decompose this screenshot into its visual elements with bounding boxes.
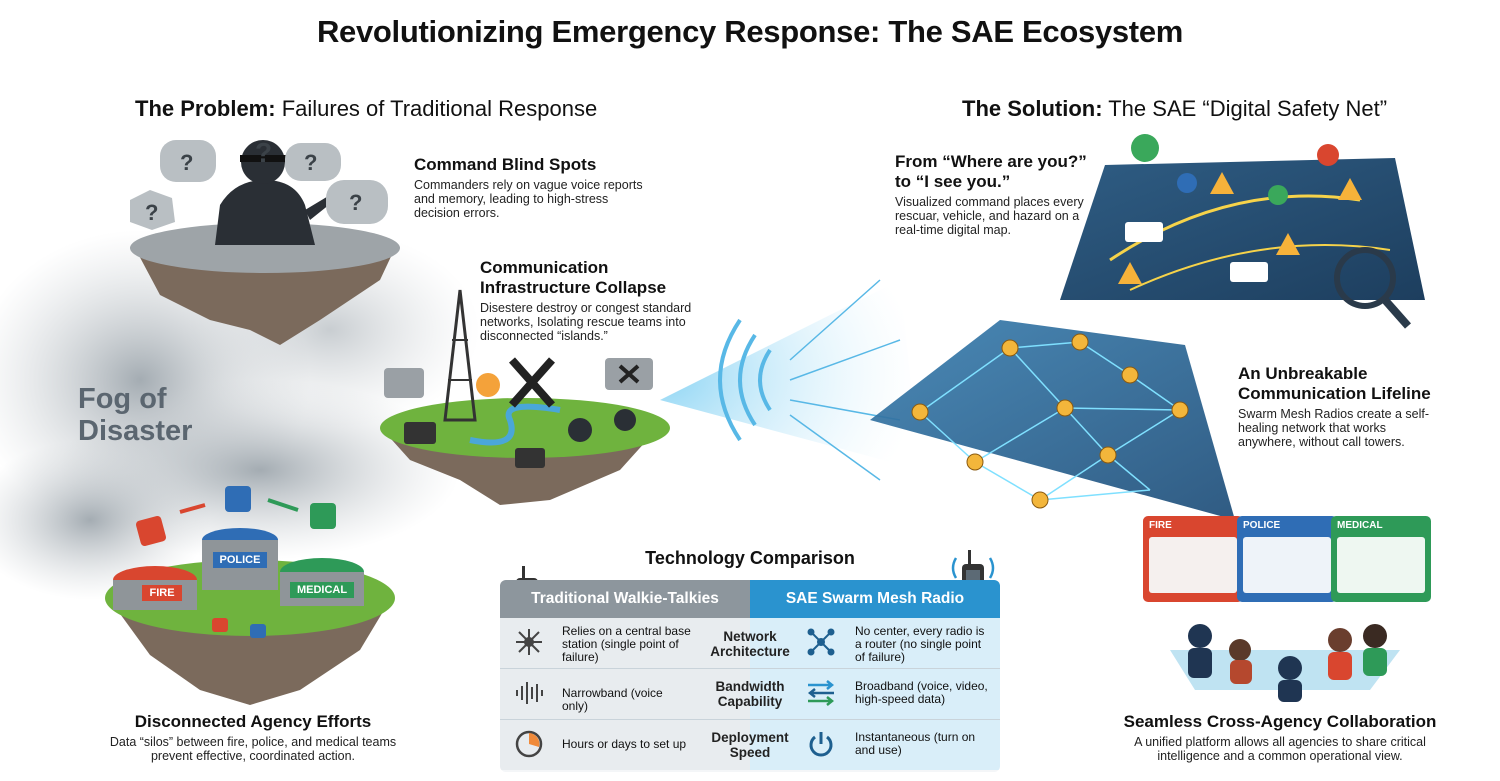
question-bubbles: ? ? ? ? ?	[130, 137, 388, 230]
table-row: Relies on a central base station (single…	[500, 618, 1000, 668]
lifeline-body: Swarm Mesh Radios create a self-healing …	[1238, 407, 1430, 449]
table-row: Hours or days to set up Deployment Speed…	[500, 720, 1000, 770]
disconnected-block: Disconnected Agency Efforts Data “silos”…	[108, 712, 398, 763]
medical-panel-label: MEDICAL	[1337, 520, 1383, 531]
collab-table	[1170, 624, 1400, 702]
medical-panel: MEDICAL	[1331, 516, 1431, 602]
fog-label: Fog of Disaster	[78, 383, 193, 447]
table-row: Narrowband (voice only) Bandwidth Capabi…	[500, 669, 1000, 719]
agency-label-medical: MEDICAL	[290, 582, 354, 598]
solution-heading-bold: The Solution:	[962, 96, 1103, 121]
where-are-you-body: Visualized command places every rescuar,…	[895, 195, 1084, 237]
table-cell-right	[750, 618, 1000, 668]
mesh-network	[870, 320, 1235, 520]
network-right-text: No center, every radio is a router (no s…	[855, 624, 985, 664]
police-panel: POLICE	[1237, 516, 1337, 602]
deployment-label: Deployment Speed	[711, 730, 789, 760]
table-cell-right	[750, 669, 1000, 719]
hub-spoke-icon	[516, 629, 542, 655]
network-label: Network Architecture	[710, 629, 790, 659]
comm-collapse-title: Communication Infrastructure Collapse	[480, 258, 667, 297]
page-title: Revolutionizing Emergency Response: The …	[316, 14, 1184, 49]
police-panel-label: POLICE	[1243, 520, 1281, 531]
svg-text:?: ?	[145, 200, 158, 225]
where-are-you-title: From “Where are you?” to “I see you.”	[895, 152, 1087, 191]
collab-block: Seamless Cross-Agency Collaboration A un…	[1115, 712, 1445, 763]
collab-body: A unified platform allows all agencies t…	[1134, 735, 1426, 763]
power-icon	[809, 732, 833, 757]
comm-collapse-block: Communication Infrastructure Collapse Di…	[480, 258, 700, 343]
collapse-island	[380, 289, 670, 505]
agency-label-fire: FIRE	[142, 585, 182, 601]
problem-heading: The Problem: Failures of Traditional Res…	[135, 96, 597, 122]
network-left-text: Relies on a central base station (single…	[562, 624, 691, 664]
lifeline-block: An Unbreakable Communication Lifeline Sw…	[1238, 364, 1438, 449]
comparison-title: Technology Comparison	[645, 548, 855, 568]
signal-beam	[660, 279, 920, 481]
digital-map	[1060, 134, 1425, 329]
svg-text:?: ?	[180, 150, 193, 175]
mesh-nodes-icon	[807, 628, 835, 656]
collab-title: Seamless Cross-Agency Collaboration	[1123, 712, 1437, 731]
solution-heading-rest: The SAE “Digital Safety Net”	[1102, 96, 1388, 121]
comm-collapse-body: Disestere destroy or congest standard ne…	[480, 301, 692, 343]
command-blind-spots-body: Commanders rely on vague voice reports a…	[414, 178, 643, 220]
agency-label-police: POLICE	[213, 552, 267, 568]
bandwidth-label: Bandwidth Capability	[715, 679, 785, 709]
broadband-arrows-icon	[807, 680, 835, 706]
bandwidth-left-text: Narrowband (voice only)	[562, 686, 663, 713]
disconnected-title: Disconnected Agency Efforts	[134, 712, 372, 731]
table-divider	[500, 719, 1000, 720]
svg-text:?: ?	[255, 137, 272, 168]
svg-text:?: ?	[349, 190, 362, 215]
problem-heading-rest: Failures of Traditional Response	[275, 96, 598, 121]
disconnected-body: Data “silos” between fire, police, and m…	[109, 735, 397, 763]
bandwidth-right-text: Broadband (voice, video, high-speed data…	[855, 679, 988, 706]
command-blind-spots-title: Command Blind Spots	[414, 155, 597, 174]
comparison-table: Traditional Walkie-Talkies SAE Swarm Mes…	[500, 580, 1000, 772]
swarm-header: SAE Swarm Mesh Radio	[750, 580, 1000, 618]
svg-text:?: ?	[304, 150, 317, 175]
command-island	[130, 140, 400, 345]
lifeline-title: An Unbreakable Communication Lifeline	[1238, 364, 1431, 403]
clock-icon	[515, 730, 543, 758]
command-blind-spots-block: Command Blind Spots Commanders rely on v…	[414, 155, 654, 220]
table-cell-right	[750, 720, 1000, 770]
solution-heading: The Solution: The SAE “Digital Safety Ne…	[962, 96, 1387, 122]
fire-panel: FIRE	[1143, 516, 1243, 602]
problem-heading-bold: The Problem:	[135, 96, 276, 121]
medical-panel-screen	[1337, 537, 1425, 593]
deployment-right-text: Instantaneous (turn on and use)	[855, 730, 976, 757]
fire-panel-screen	[1149, 537, 1237, 593]
fire-panel-label: FIRE	[1149, 520, 1172, 531]
deployment-left-text: Hours or days to set up	[562, 737, 687, 751]
where-are-you-block: From “Where are you?” to “I see you.” Vi…	[895, 152, 1095, 237]
police-panel-screen	[1243, 537, 1331, 593]
narrow-waveform-icon	[516, 682, 543, 704]
table-divider	[500, 668, 1000, 669]
traditional-header: Traditional Walkie-Talkies	[500, 580, 750, 618]
